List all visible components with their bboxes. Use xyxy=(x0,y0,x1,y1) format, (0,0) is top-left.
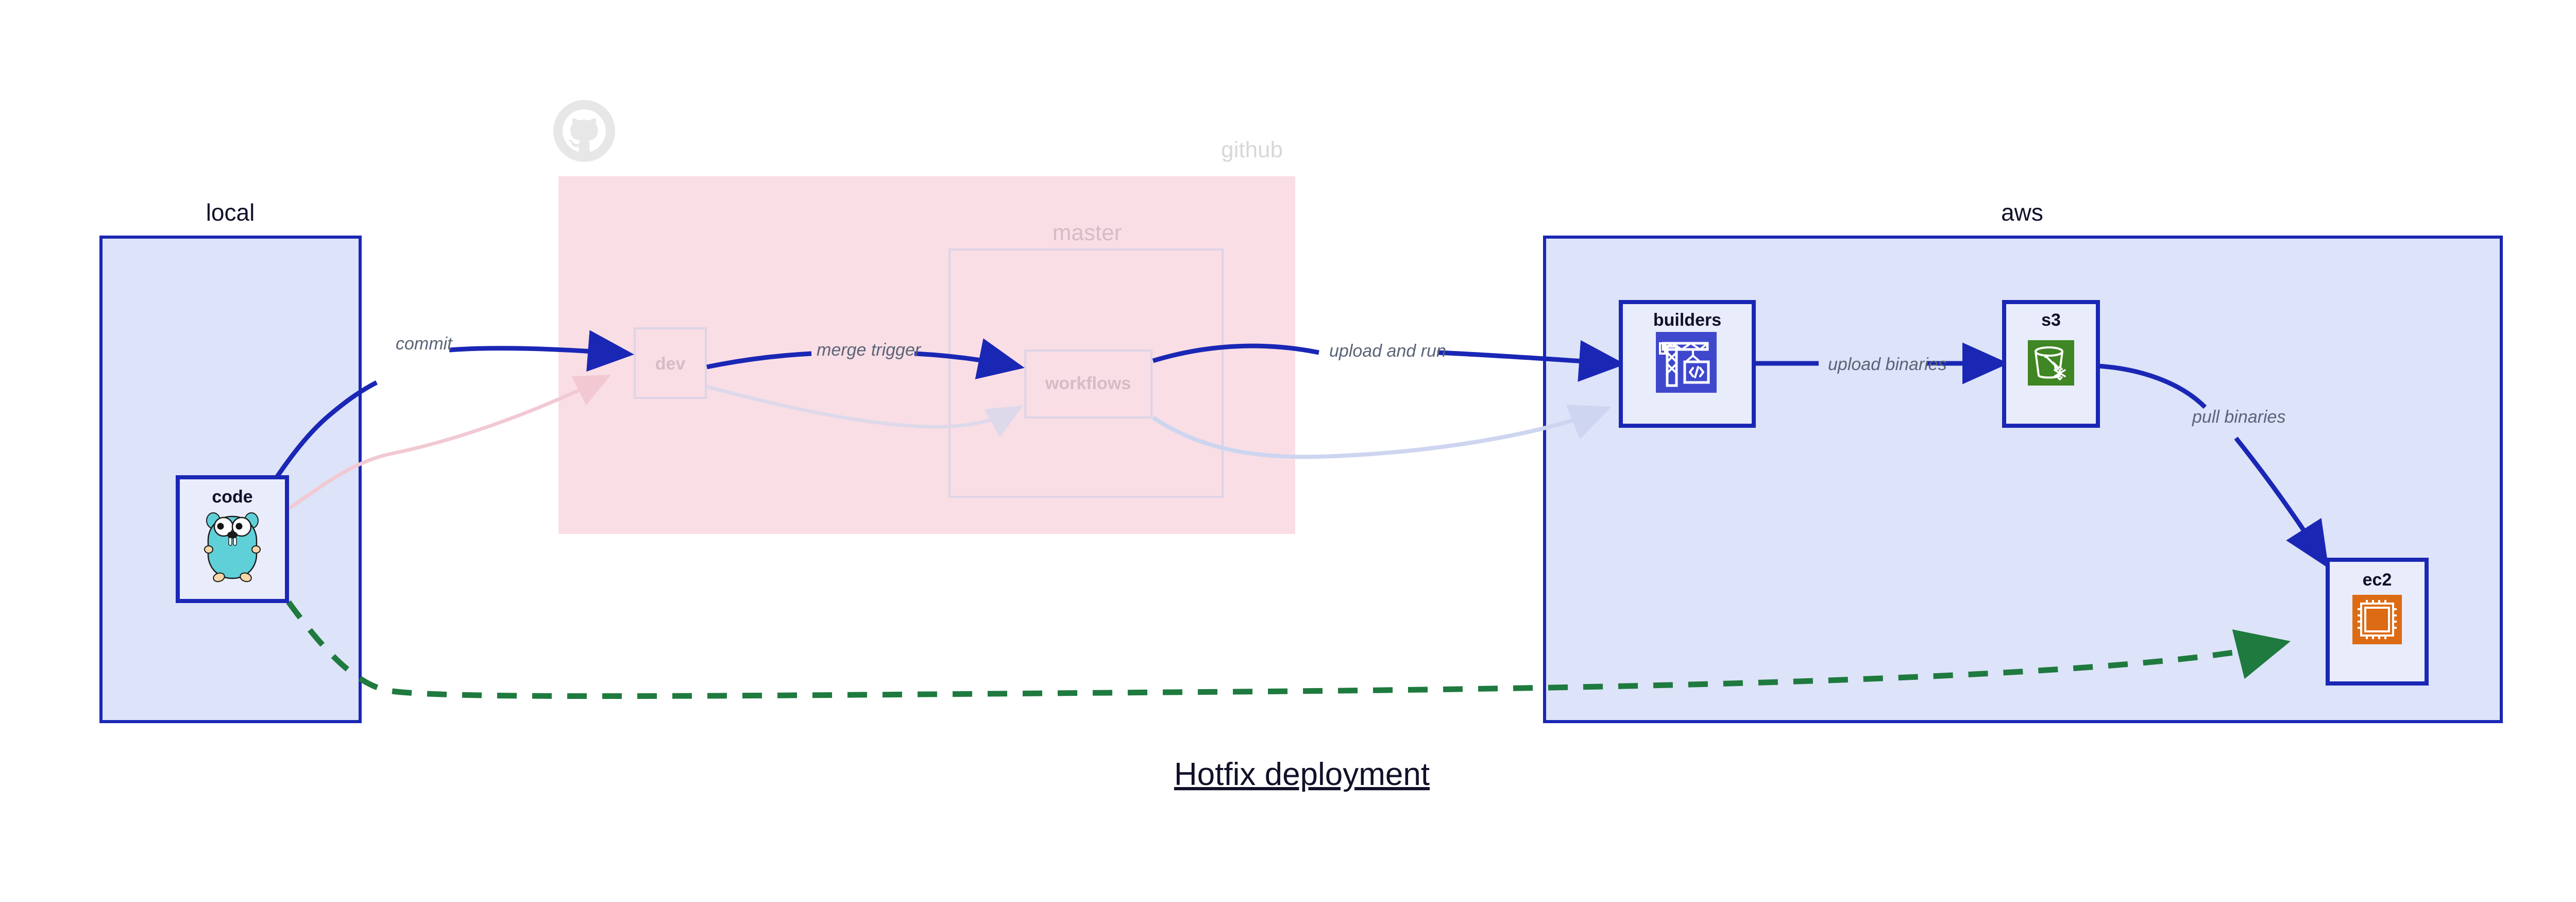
cluster-master: master xyxy=(948,220,1224,498)
solid-edges xyxy=(254,330,2329,699)
edge-workflows-builders-seg1 xyxy=(1152,343,1319,363)
diagram-title-group: Hotfix deployment xyxy=(1174,757,1430,792)
edge-s3-ec2-seg2 xyxy=(2234,437,2329,569)
node-workflows[interactable]: workflows xyxy=(1024,349,1153,419)
node-s3[interactable]: s3 xyxy=(2002,300,2100,428)
aws-ec2-icon xyxy=(2352,595,2402,644)
node-builders-label: builders xyxy=(1653,310,1721,330)
node-dev-rect[interactable] xyxy=(634,327,707,399)
edge-dev-workflows-faded xyxy=(706,385,1024,438)
edge-dev-workflows-seg1 xyxy=(706,351,812,370)
cluster-aws-label: aws xyxy=(2001,199,2043,226)
node-dev-label: dev xyxy=(655,354,686,374)
edge-label-merge-trigger: merge trigger xyxy=(817,340,922,360)
cluster-github: github master dev workflows xyxy=(553,100,1295,534)
go-gopher-icon xyxy=(204,512,261,582)
cluster-github-label: github xyxy=(1221,137,1283,162)
page-title: Hotfix deployment xyxy=(1174,757,1430,792)
node-workflows-label: workflows xyxy=(1045,374,1131,393)
cluster-local-label: local xyxy=(206,199,255,226)
github-octocat-icon xyxy=(553,100,615,162)
node-code[interactable]: code xyxy=(176,475,289,603)
node-ec2-label: ec2 xyxy=(2363,570,2392,590)
node-code-label: code xyxy=(212,487,252,507)
edge-workflows-builders-seg2 xyxy=(1437,340,1625,382)
cluster-master-label: master xyxy=(1053,220,1122,245)
node-s3-label: s3 xyxy=(2041,310,2061,330)
aws-codebuild-icon xyxy=(1656,332,1717,393)
aws-s3-glacier-icon xyxy=(2028,340,2074,386)
node-code-rect[interactable] xyxy=(176,475,289,603)
edge-label-upload-binaries: upload binaries xyxy=(1828,355,1947,374)
node-ec2[interactable]: ec2 xyxy=(2326,558,2429,686)
edge-label-upload-and-run: upload and run xyxy=(1329,341,1446,361)
node-builders[interactable]: builders xyxy=(1619,300,1756,428)
edge-dev-workflows-seg2 xyxy=(914,338,1025,379)
edge-label-pull-binaries: pull binaries xyxy=(2192,407,2285,427)
edge-labels: commit merge trigger upload and run uplo… xyxy=(396,334,2285,427)
node-workflows-rect[interactable] xyxy=(1024,349,1153,419)
cluster-master-rect xyxy=(948,248,1224,498)
edge-s3-ec2-seg1 xyxy=(2097,363,2207,409)
node-dev[interactable]: dev xyxy=(634,327,707,399)
edge-code-dev-seg2 xyxy=(449,330,634,372)
edge-workflows-builders-faded xyxy=(1151,405,1612,459)
edge-label-commit: commit xyxy=(396,334,453,354)
edge-code-ec2-hotfix xyxy=(286,600,2291,699)
